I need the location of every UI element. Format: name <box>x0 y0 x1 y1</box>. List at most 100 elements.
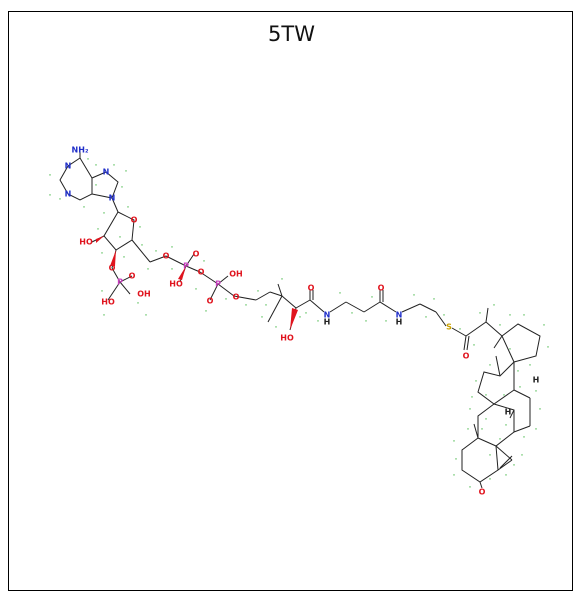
hydrogen-annotation: H <box>475 379 477 383</box>
atom-label-o: O <box>131 216 138 225</box>
hydrogen-annotation: H <box>469 407 471 411</box>
atom-label-o: O <box>233 293 240 302</box>
hydrogen-annotation: H <box>509 313 511 317</box>
hydrogen-annotation: H <box>365 319 367 323</box>
hydrogen-annotation: H <box>113 163 115 167</box>
bond-lines <box>59 152 541 489</box>
atom-label-h: H <box>505 408 512 417</box>
hydrogen-annotation: H <box>145 313 147 317</box>
atom-label-nh: N <box>396 311 403 320</box>
hydrogen-annotation: H <box>499 437 501 441</box>
hydrogen-annotation: H <box>519 385 521 389</box>
atom-label-ho: HO <box>101 298 115 307</box>
hydrogen-annotation: H <box>499 323 501 327</box>
hydrogen-annotation: H <box>83 205 85 209</box>
hydrogen-annotation: H <box>485 417 487 421</box>
hydrogen-annotation: H <box>521 453 523 457</box>
stereo-wedges <box>96 236 298 330</box>
hydrogen-annotation: H <box>245 303 247 307</box>
hydrogen-annotation: H <box>137 301 139 305</box>
hydrogen-annotation: H <box>539 407 541 411</box>
hydrogen-annotation: H <box>275 325 277 329</box>
hydrogen-annotation: H <box>469 485 471 489</box>
hydrogen-annotation: H <box>523 435 525 439</box>
atom-label-h: H <box>533 376 540 385</box>
atom-label-p: P <box>183 262 189 271</box>
hydrogen-annotation: H <box>485 393 487 397</box>
hydrogen-annotation: H <box>535 389 537 393</box>
atom-label-oh: OH <box>137 290 151 299</box>
hydrogen-annotation: H <box>97 227 99 231</box>
atom-label-o: O <box>463 352 470 361</box>
hydrogen-annotation: H <box>299 315 301 319</box>
hydrogen-annotation: H <box>205 309 207 313</box>
hydrogen-annotation: H <box>505 423 507 427</box>
hydrogen-annotation: H <box>339 291 341 295</box>
atom-label-s: S <box>446 323 452 332</box>
hydrogen-annotation: H <box>351 311 353 315</box>
hydrogen-annotation: H <box>305 311 307 315</box>
hydrogen-annotation: H <box>547 345 549 349</box>
hydrogen-annotation: H <box>127 205 129 209</box>
hydrogen-annotation: H <box>433 297 435 301</box>
hydrogen-annotation: H <box>489 477 491 481</box>
hydrogen-annotation: H <box>139 225 141 229</box>
hydrogen-annotation: H <box>473 343 475 347</box>
hydrogen-annotation: H <box>503 393 505 397</box>
hydrogen-annotation: H <box>317 319 319 323</box>
hydrogen-annotation: H <box>257 289 259 293</box>
hydrogen-annotation: H <box>453 439 455 443</box>
hydrogen-annotation: H <box>103 211 105 215</box>
hydrogen-annotation: H <box>453 473 455 477</box>
hydrogen-annotation: H <box>513 463 515 467</box>
atom-label-o: O <box>109 264 116 273</box>
atom-label-ho: HO <box>169 280 183 289</box>
hydrogen-annotation: H <box>281 277 283 281</box>
diagram-frame <box>8 11 573 591</box>
hydrogen-annotation: H <box>119 235 121 239</box>
atom-label-o: O <box>207 297 214 306</box>
hydrogen-annotation: H <box>529 363 531 367</box>
hydrogen-labels: H H H H H H H H H H H H H H H H H H H H H H H H H H H H H H H H H H H H H H H H… <box>49 157 549 489</box>
hydrogen-annotation: H <box>425 315 427 319</box>
atom-label-nh2: NH₂ <box>72 146 89 155</box>
hydrogen-annotation: H <box>87 157 89 161</box>
hydrogen-annotation: H <box>265 303 267 307</box>
hydrogen-annotation: H <box>101 289 103 293</box>
hydrogen-annotation: H <box>459 327 461 331</box>
atom-label-o: O <box>129 272 136 281</box>
hydrogen-annotation: H <box>371 295 373 299</box>
hydrogen-annotation: H <box>535 427 537 431</box>
hydrogen-annotation: H <box>523 313 525 317</box>
atom-label-o: O <box>378 284 385 293</box>
hydrogen-annotation: H <box>195 287 197 291</box>
atom-label-n: N <box>65 190 72 199</box>
atom-label-o: O <box>198 268 205 277</box>
atom-label-h: H <box>324 318 331 327</box>
hydrogen-annotation: H <box>467 427 469 431</box>
hydrogen-annotation: H <box>203 259 205 263</box>
atom-label-ho: HO <box>79 238 93 247</box>
atom-label-n: N <box>103 168 110 177</box>
atom-label-p: P <box>215 280 221 289</box>
hydrogen-annotation: H <box>49 193 51 197</box>
hydrogen-annotation: H <box>147 267 149 271</box>
hydrogen-annotation: H <box>489 363 491 367</box>
hydrogen-annotation: H <box>101 251 103 255</box>
hydrogen-annotation: H <box>479 311 481 315</box>
atom-label-n: N <box>65 162 72 171</box>
hydrogen-annotation: H <box>385 319 387 323</box>
hydrogen-annotation: H <box>517 369 519 373</box>
hydrogen-annotation: H <box>123 255 125 259</box>
hydrogen-annotation: H <box>171 267 173 271</box>
atom-label-o: O <box>163 252 170 261</box>
hydrogen-annotation: H <box>59 197 61 201</box>
hydrogen-annotation: H <box>125 169 127 173</box>
hydrogen-annotation: H <box>493 303 495 307</box>
hydrogen-annotation: H <box>455 457 457 461</box>
hydrogen-annotation: H <box>489 453 491 457</box>
hydrogen-annotation: H <box>155 249 157 253</box>
hydrogen-annotation: H <box>443 313 445 317</box>
hydrogen-annotation: H <box>171 245 173 249</box>
